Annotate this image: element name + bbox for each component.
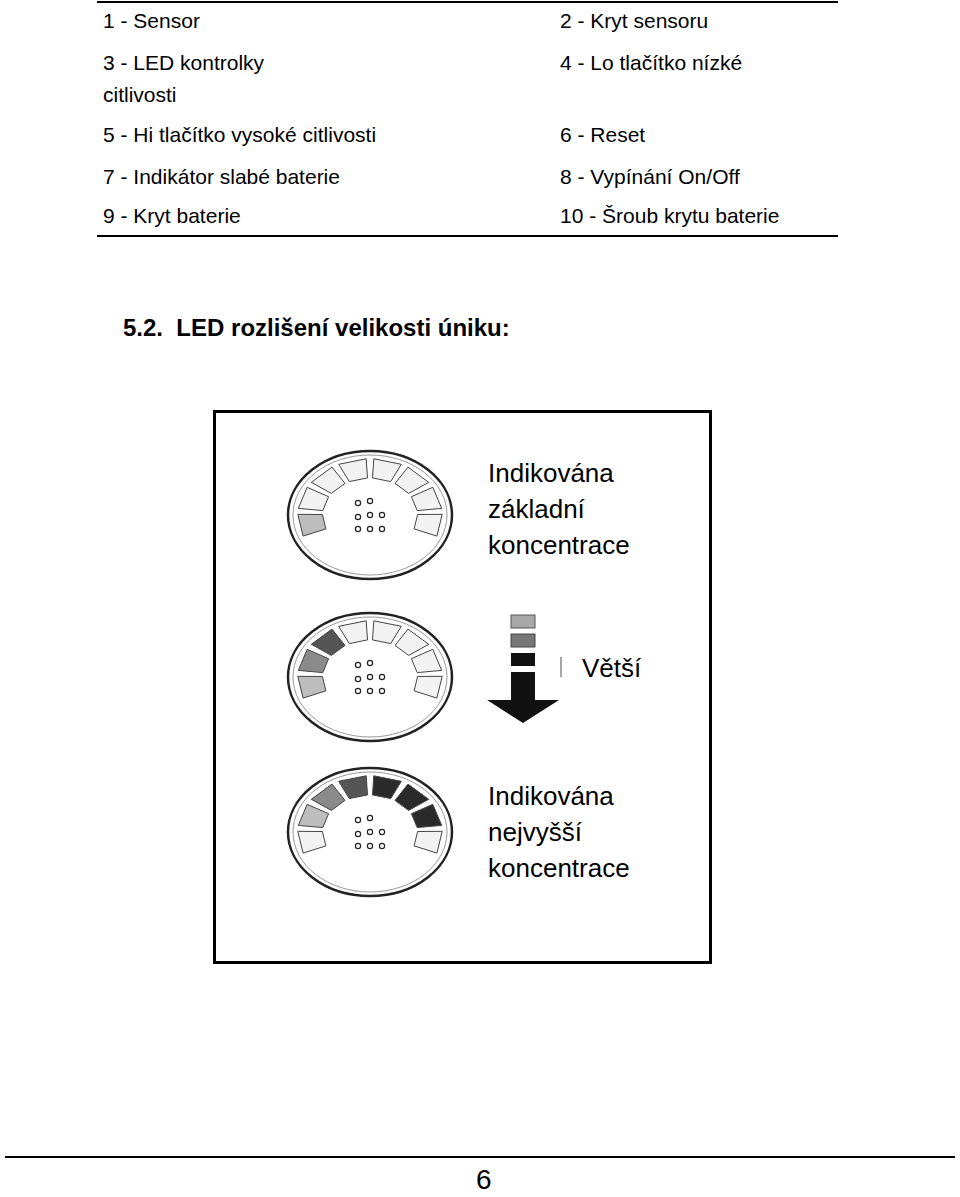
scale-square bbox=[511, 615, 535, 628]
dial-part bbox=[311, 784, 345, 810]
caption-text: Větší bbox=[582, 650, 702, 686]
part-name: 10 - Šroub krytu baterie bbox=[560, 203, 779, 229]
scale-square bbox=[511, 653, 535, 666]
part-name: 8 - Vypínání On/Off bbox=[560, 164, 740, 190]
dial-part bbox=[373, 776, 402, 799]
part-name: 5 - Hi tlačítko vysoké citlivosti bbox=[103, 122, 376, 148]
dial-part bbox=[411, 487, 441, 510]
caption-text: Indikována základní koncentrace bbox=[488, 455, 668, 563]
table-rule bbox=[97, 235, 838, 237]
dial-part bbox=[367, 674, 372, 679]
dial-part bbox=[298, 514, 326, 536]
dial-part bbox=[293, 617, 447, 737]
arrow-head bbox=[487, 700, 559, 723]
part-name: 4 - Lo tlačítko nízké bbox=[560, 50, 742, 76]
dial-part bbox=[355, 688, 360, 693]
dial-part bbox=[293, 772, 447, 892]
dial-part bbox=[395, 629, 429, 655]
dial-part bbox=[355, 500, 360, 505]
table-rule bbox=[97, 1, 838, 3]
dial-part bbox=[395, 467, 429, 493]
part-name: 9 - Kryt baterie bbox=[103, 203, 241, 229]
part-name: 7 - Indikátor slabé baterie bbox=[103, 164, 340, 190]
dial-part bbox=[367, 843, 372, 848]
arrow-shaft bbox=[511, 672, 535, 701]
dial-part bbox=[355, 817, 360, 822]
dial-part bbox=[298, 649, 328, 672]
dial-part bbox=[379, 829, 384, 834]
dial-part bbox=[367, 688, 372, 693]
dial-part bbox=[379, 674, 384, 679]
led-dials bbox=[288, 451, 452, 896]
dial-part bbox=[379, 526, 384, 531]
dial-part bbox=[339, 621, 368, 644]
part-name: 2 - Kryt sensoru bbox=[560, 8, 708, 34]
dial-part bbox=[311, 629, 345, 655]
dial-part bbox=[298, 804, 328, 827]
part-name: 6 - Reset bbox=[560, 122, 645, 148]
dial-part bbox=[373, 621, 402, 644]
page-number: 6 bbox=[476, 1164, 492, 1196]
dial-part bbox=[311, 467, 345, 493]
scale-square bbox=[511, 634, 535, 647]
dial-part bbox=[298, 487, 328, 510]
dial-part bbox=[395, 784, 429, 810]
dial-part bbox=[288, 768, 452, 896]
part-name: citlivosti bbox=[103, 82, 177, 108]
dial-part bbox=[414, 676, 442, 698]
caption-text: Indikována nejvyšší koncentrace bbox=[488, 778, 668, 886]
tick bbox=[560, 657, 562, 677]
dial-part bbox=[355, 514, 360, 519]
dial-part bbox=[411, 804, 441, 827]
dial-part bbox=[379, 688, 384, 693]
dial-part bbox=[367, 512, 372, 517]
dial-part bbox=[367, 660, 372, 665]
dial-part bbox=[298, 831, 326, 853]
dial-part bbox=[293, 455, 447, 575]
dial-part bbox=[414, 514, 442, 536]
dial-part bbox=[367, 829, 372, 834]
dial-part bbox=[414, 831, 442, 853]
dial-part bbox=[367, 526, 372, 531]
dial-part bbox=[339, 459, 368, 482]
dial-part bbox=[339, 776, 368, 799]
dial-part bbox=[355, 843, 360, 848]
dial-part bbox=[288, 613, 452, 741]
dial-part bbox=[379, 843, 384, 848]
dial-part bbox=[355, 831, 360, 836]
dial-part bbox=[411, 649, 441, 672]
dial-part bbox=[355, 676, 360, 681]
dial-part bbox=[298, 676, 326, 698]
dial-part bbox=[288, 451, 452, 579]
section-heading: 5.2. LED rozlišení velikosti úniku: bbox=[123, 314, 510, 342]
part-name: 3 - LED kontrolky bbox=[103, 50, 264, 76]
dial-part bbox=[355, 662, 360, 667]
dial-part bbox=[367, 498, 372, 503]
dial-part bbox=[379, 512, 384, 517]
dial-part bbox=[367, 815, 372, 820]
part-name: 1 - Sensor bbox=[103, 8, 200, 34]
footer-rule bbox=[5, 1156, 955, 1158]
figure-frame: Indikována základní koncentraceVětšíIndi… bbox=[213, 410, 712, 964]
dial-part bbox=[373, 459, 402, 482]
dial-part bbox=[355, 526, 360, 531]
